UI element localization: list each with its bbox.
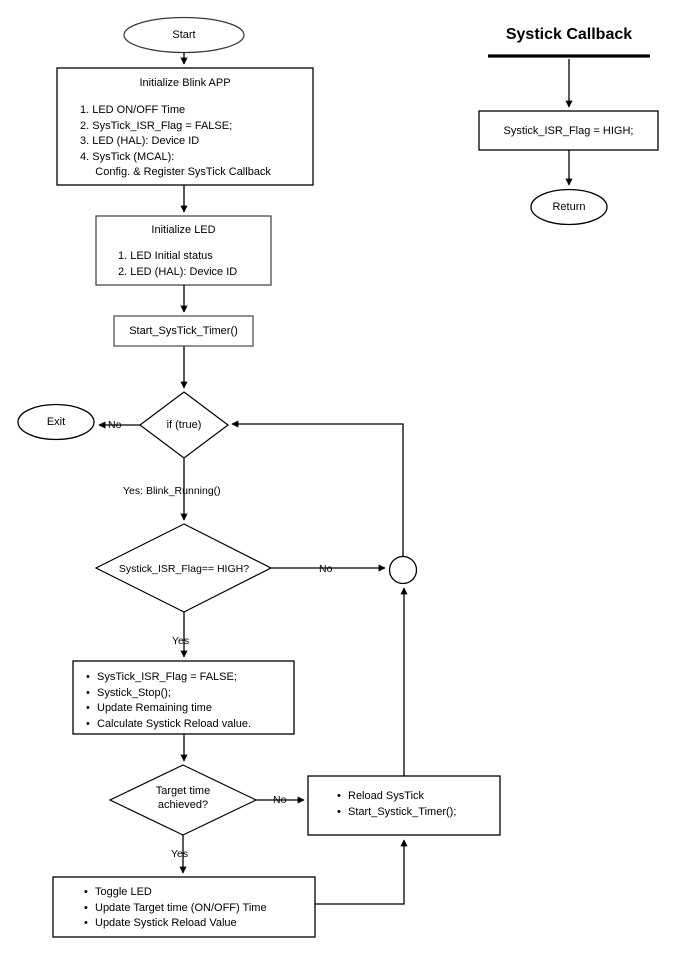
toggle-item: Update Systick Reload Value: [84, 916, 309, 932]
node-reload-systick-items: Reload SysTick Start_Systick_Timer();: [337, 789, 497, 820]
clear-flag-item: SysTick_ISR_Flag = FALSE;: [86, 670, 291, 686]
edge-label-target-time-no: No: [273, 794, 287, 806]
toggle-item: Toggle LED: [84, 885, 309, 901]
toggle-item: Update Target time (ON/OFF) Time: [84, 901, 309, 917]
node-if-true-decision: [139, 391, 229, 459]
init-led-item: 1. LED Initial status: [118, 250, 213, 262]
node-initialize-led-items: 1. LED Initial status 2. LED (HAL): Devi…: [118, 249, 268, 280]
node-initialize-blink-app-items: 1. LED ON/OFF Time 2. SysTick_ISR_Flag =…: [80, 103, 310, 181]
node-initialize-led: [95, 215, 272, 286]
init-blink-item: 1. LED ON/OFF Time: [80, 104, 186, 116]
clear-flag-item: Update Remaining time: [86, 701, 291, 717]
callback-section-title: Systick Callback: [505, 26, 633, 43]
reload-item: Reload SysTick: [337, 789, 497, 805]
node-callback-return: [530, 188, 608, 226]
init-blink-item: 2. SysTick_ISR_Flag = FALSE;: [80, 119, 233, 132]
clear-flag-item: Calculate Systick Reload value.: [86, 717, 291, 733]
edge-label-check-flag-no: No: [319, 563, 333, 575]
node-check-systick-flag-decision: [94, 523, 273, 613]
init-blink-item: Config. & Register SysTick Callback: [80, 166, 271, 178]
init-blink-item: 3. LED (HAL): Device ID: [80, 135, 200, 147]
node-toggle-led-items: Toggle LED Update Target time (ON/OFF) T…: [84, 885, 309, 932]
node-start-systick-timer: [113, 315, 254, 347]
node-target-time-decision: [108, 764, 258, 836]
reload-item: Start_Systick_Timer();: [337, 805, 497, 821]
node-clear-flag-items: SysTick_ISR_Flag = FALSE; Systick_Stop()…: [86, 670, 291, 732]
edge-label-target-time-yes: Yes: [171, 848, 189, 860]
edge-label-if-true-no: No: [108, 419, 122, 431]
node-start: [123, 16, 245, 54]
edge-label-if-true-yes: Yes: Blink_Running(): [123, 485, 221, 497]
edge-connector-to-if-true-loop: [231, 420, 404, 557]
init-blink-item: 4. SysTick (MCAL):: [80, 150, 175, 163]
init-led-item: 2. LED (HAL): Device ID: [118, 265, 238, 278]
node-set-systick-flag: [478, 110, 659, 151]
edge-toggle-to-reload-loop: [315, 839, 408, 905]
node-initialize-blink-app: [56, 67, 314, 186]
node-junction-connector: [388, 555, 418, 585]
clear-flag-item: Systick_Stop();: [86, 686, 291, 702]
node-exit: [17, 403, 95, 441]
edge-label-check-flag-yes: Yes: [172, 635, 190, 647]
